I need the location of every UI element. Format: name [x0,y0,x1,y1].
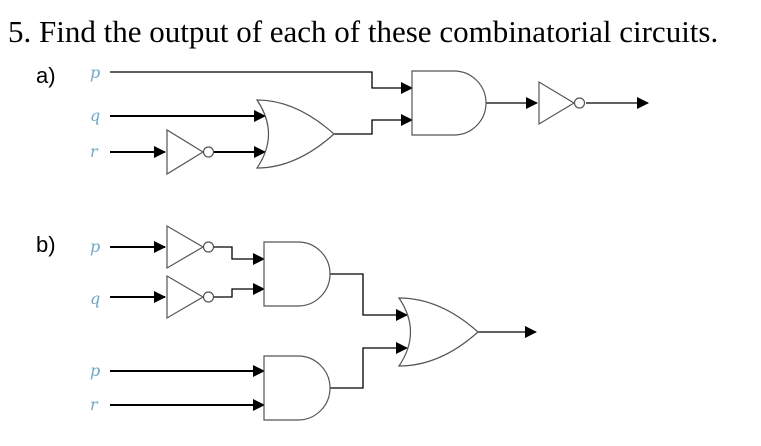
not-gate-b-q [166,274,215,320]
input-label-a-p: p [90,63,101,82]
circuit-a [110,71,649,158]
wire-b-and2-or [330,342,408,389]
wire-a-p [110,71,413,94]
part-a-label: a) [36,63,56,88]
and-gate-b-2 [263,355,331,421]
wire-b-and1-or [330,273,408,321]
not-gate-a-output [538,80,586,126]
not-gate-a-r [166,128,215,176]
wire-b-notq-and [214,283,265,298]
input-label-b-r: r [90,395,98,414]
input-label-b-p2: p [90,361,101,380]
input-label-a-r: r [90,142,98,161]
and-gate-b-1 [263,241,331,307]
circuit-b [110,241,537,411]
part-b-label: b) [36,232,56,257]
input-label-b-p1: p [90,237,101,256]
or-gate-b [397,297,479,367]
not-gate-b-p [166,224,215,270]
wire-a-or-and [334,114,413,135]
or-gate-a [255,99,335,169]
and-gate-a [411,70,487,136]
wire-b-notp-and [214,246,265,265]
question-title: 5. Find the output of each of these comb… [8,14,719,49]
input-label-a-q: q [90,106,101,125]
input-label-b-q: q [90,289,101,308]
